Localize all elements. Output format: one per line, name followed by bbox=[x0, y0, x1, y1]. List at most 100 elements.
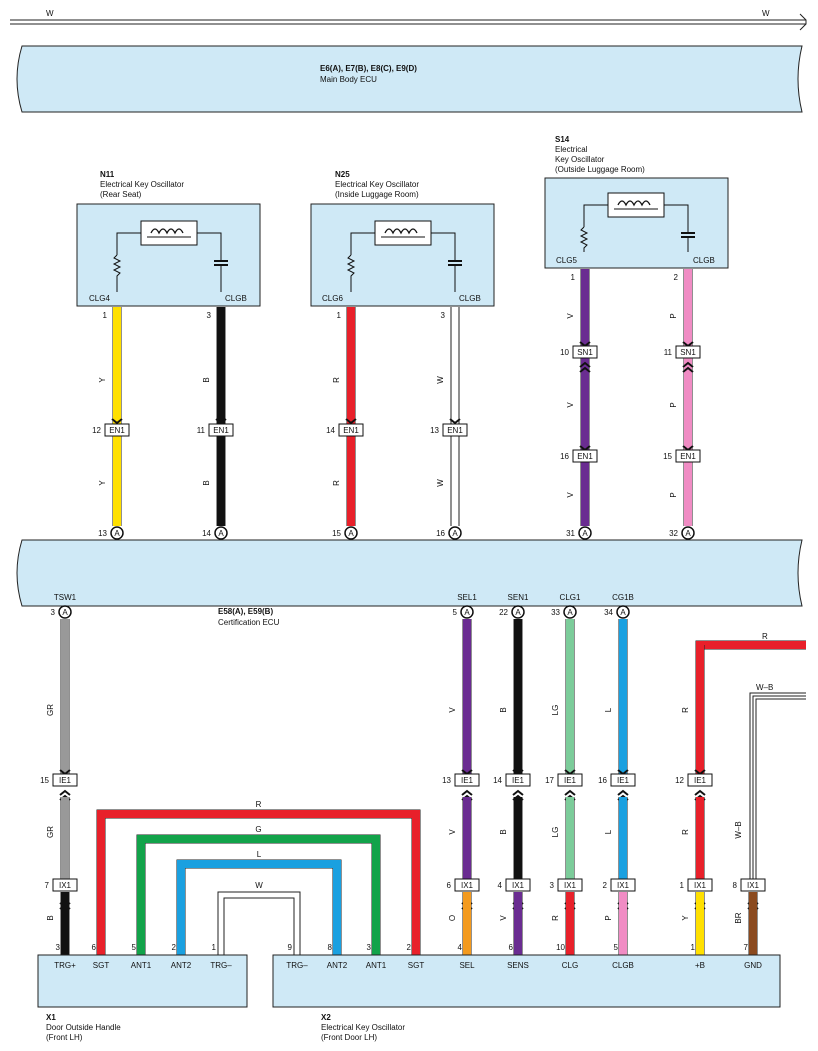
antenna-wire-1: G 5 3 bbox=[132, 825, 381, 955]
ecu-pin-connector-letter: A bbox=[452, 529, 458, 538]
n25-pin-right: CLGB bbox=[459, 294, 481, 303]
junction-en1-label: EN1 bbox=[343, 426, 359, 435]
upper-wire-4: 1VSN110VEN116VA31CLG8 bbox=[560, 269, 598, 552]
n25-loc: (Inside Luggage Room) bbox=[335, 190, 419, 199]
junction-ix1-label: IX1 bbox=[59, 881, 72, 890]
ecu-pin-connector-circle bbox=[511, 605, 525, 619]
upper-j1-chevron bbox=[345, 418, 357, 425]
x2-pin-number: 3 bbox=[367, 943, 372, 952]
x1-pin-number: 5 bbox=[132, 943, 137, 952]
x1-name: Door Outside Handle bbox=[46, 1023, 121, 1032]
lower-j1-pin: 14 bbox=[493, 776, 502, 785]
top-bus-left-label: W bbox=[46, 9, 54, 18]
junction-ix1-label: IX1 bbox=[747, 881, 760, 890]
device-pin-number: 10 bbox=[556, 943, 565, 952]
ecu-pin-connector-letter: A bbox=[567, 608, 573, 617]
s14-pin-left: CLG5 bbox=[556, 256, 577, 265]
upper-wire-top-pin: 3 bbox=[207, 311, 212, 320]
upper-j1-pin: 11 bbox=[197, 426, 206, 435]
antenna-wire-w-outline bbox=[223, 897, 295, 955]
ecu-terminal-label: SEN1 bbox=[508, 593, 529, 602]
x1-terminal-label: TRG+ bbox=[54, 961, 76, 970]
n25-pin-left: CLG6 bbox=[322, 294, 343, 303]
junction-ie1-label: IE1 bbox=[59, 776, 72, 785]
junction-ie1-box bbox=[687, 773, 713, 787]
lower-j1b-chevron bbox=[59, 789, 71, 796]
upper-j0b-chevron bbox=[682, 361, 694, 368]
ecu-pin-connector-letter: A bbox=[582, 529, 588, 538]
osc-wire-left bbox=[583, 204, 608, 227]
x2-terminal-label: SEL bbox=[459, 961, 475, 970]
x2-terminal-label: CLG bbox=[562, 961, 578, 970]
upper-wire-top-pin: 2 bbox=[674, 273, 679, 282]
junction-en1-box bbox=[572, 449, 598, 463]
antenna-wire-code: W bbox=[255, 881, 263, 890]
upper-wire-code: B bbox=[202, 377, 211, 382]
upper-j0-pin: 11 bbox=[664, 348, 673, 357]
junction-en1-label: EN1 bbox=[447, 426, 463, 435]
ecu-pin-connector-circle bbox=[681, 526, 695, 540]
upper-wire-top-pin: 1 bbox=[337, 311, 342, 320]
lower-wire-code: V bbox=[448, 829, 457, 835]
ecu-pin-connector-letter: A bbox=[685, 529, 691, 538]
top-bus: W W bbox=[10, 9, 807, 31]
antenna-wire-code: G bbox=[255, 825, 261, 834]
junction-ie1-label: IE1 bbox=[617, 776, 630, 785]
upper-j1-pin: 15 bbox=[663, 452, 672, 461]
ecu-pin-number: 33 bbox=[551, 608, 560, 617]
x2-name: Electrical Key Oscillator bbox=[321, 1023, 405, 1032]
upper-wire-code: V bbox=[566, 402, 575, 408]
junction-ix1-box bbox=[454, 878, 480, 892]
n11-pin-left: CLG4 bbox=[89, 294, 110, 303]
x2-connector: X2 Electrical Key Oscillator (Front Door… bbox=[272, 954, 781, 1042]
ecu-pin-number: 15 bbox=[332, 529, 341, 538]
junction-ix1-label: IX1 bbox=[694, 881, 707, 890]
junction-ie1-label: IE1 bbox=[512, 776, 525, 785]
right-feed-wb-label: W–B bbox=[756, 683, 773, 692]
ecu-pin-connector-circle bbox=[344, 526, 358, 540]
ecu-pin-connector-letter: A bbox=[515, 608, 521, 617]
lower-wire-bottom-code: B bbox=[46, 915, 55, 920]
x2-terminal-label: ANT2 bbox=[327, 961, 348, 970]
lower-wire-code: R bbox=[681, 707, 690, 713]
junction-ie1-box bbox=[505, 773, 531, 787]
ecu-terminal-label: CLG1 bbox=[560, 593, 581, 602]
upper-j0b-chevron bbox=[579, 366, 591, 373]
main-body-ecu: E6(A), E7(B), E8(C), E9(D) Main Body ECU bbox=[16, 45, 803, 113]
osc-wire-right bbox=[197, 232, 222, 255]
upper-wire-1: 3BEN111BA14CG6B bbox=[197, 307, 234, 552]
x1-terminal-label: ANT1 bbox=[131, 961, 152, 970]
ecu-pin-connector-letter: A bbox=[348, 529, 354, 538]
junction-ix1-box bbox=[557, 878, 583, 892]
lower-wire-code: GR bbox=[46, 704, 55, 716]
lower-j2-pin: 2 bbox=[603, 881, 608, 890]
upper-wire-code: V bbox=[566, 492, 575, 498]
lower-wire-wb-outline bbox=[749, 692, 806, 880]
ecu-pin-connector-circle bbox=[214, 526, 228, 540]
main-ecu-id: E6(A), E7(B), E8(C), E9(D) bbox=[320, 64, 417, 73]
lower-j2-pin: 4 bbox=[498, 881, 503, 890]
upper-j1-pin: 13 bbox=[430, 426, 439, 435]
lower-wire-code: LG bbox=[551, 827, 560, 838]
x2-terminal-label: ANT1 bbox=[366, 961, 387, 970]
upper-wire-code: W bbox=[436, 479, 445, 487]
upper-j1-chevron bbox=[215, 418, 227, 425]
junction-en1-label: EN1 bbox=[213, 426, 229, 435]
lower-wire-code: L bbox=[604, 707, 613, 712]
ecu-pin-connector-letter: A bbox=[62, 608, 68, 617]
upper-wire-3: 3WEN113WA16CG7B bbox=[430, 307, 468, 552]
device-pin-number: 4 bbox=[458, 943, 463, 952]
x1-id: X1 bbox=[46, 1013, 56, 1022]
x1-connector: X1 Door Outside Handle (Front LH) bbox=[37, 954, 248, 1042]
junction-ix1-box bbox=[740, 878, 766, 892]
upper-wire-code: R bbox=[332, 480, 341, 486]
antenna-wire-g bbox=[137, 835, 380, 955]
x2-terminal-label: GND bbox=[744, 961, 762, 970]
junction-en1-box bbox=[675, 449, 701, 463]
junction-en1-box bbox=[442, 423, 468, 437]
upper-wire-code: B bbox=[202, 480, 211, 485]
lower-wire-code: GR bbox=[46, 826, 55, 838]
